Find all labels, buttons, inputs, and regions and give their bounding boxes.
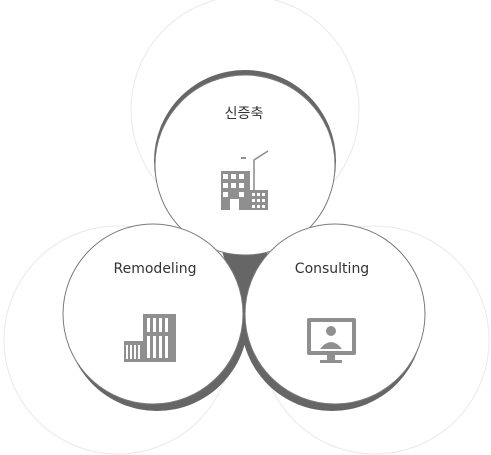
label-remodeling: Remodeling [113, 261, 197, 277]
center-connector [218, 238, 272, 310]
label-new-construction: 신증축 [224, 106, 264, 122]
building-crane-icon [221, 150, 269, 210]
circle-new-construction [154, 74, 336, 256]
circle-consulting [244, 223, 426, 405]
buildings-icon [124, 314, 176, 362]
monitor-person-icon [307, 318, 356, 363]
label-consulting: Consulting [294, 261, 370, 277]
